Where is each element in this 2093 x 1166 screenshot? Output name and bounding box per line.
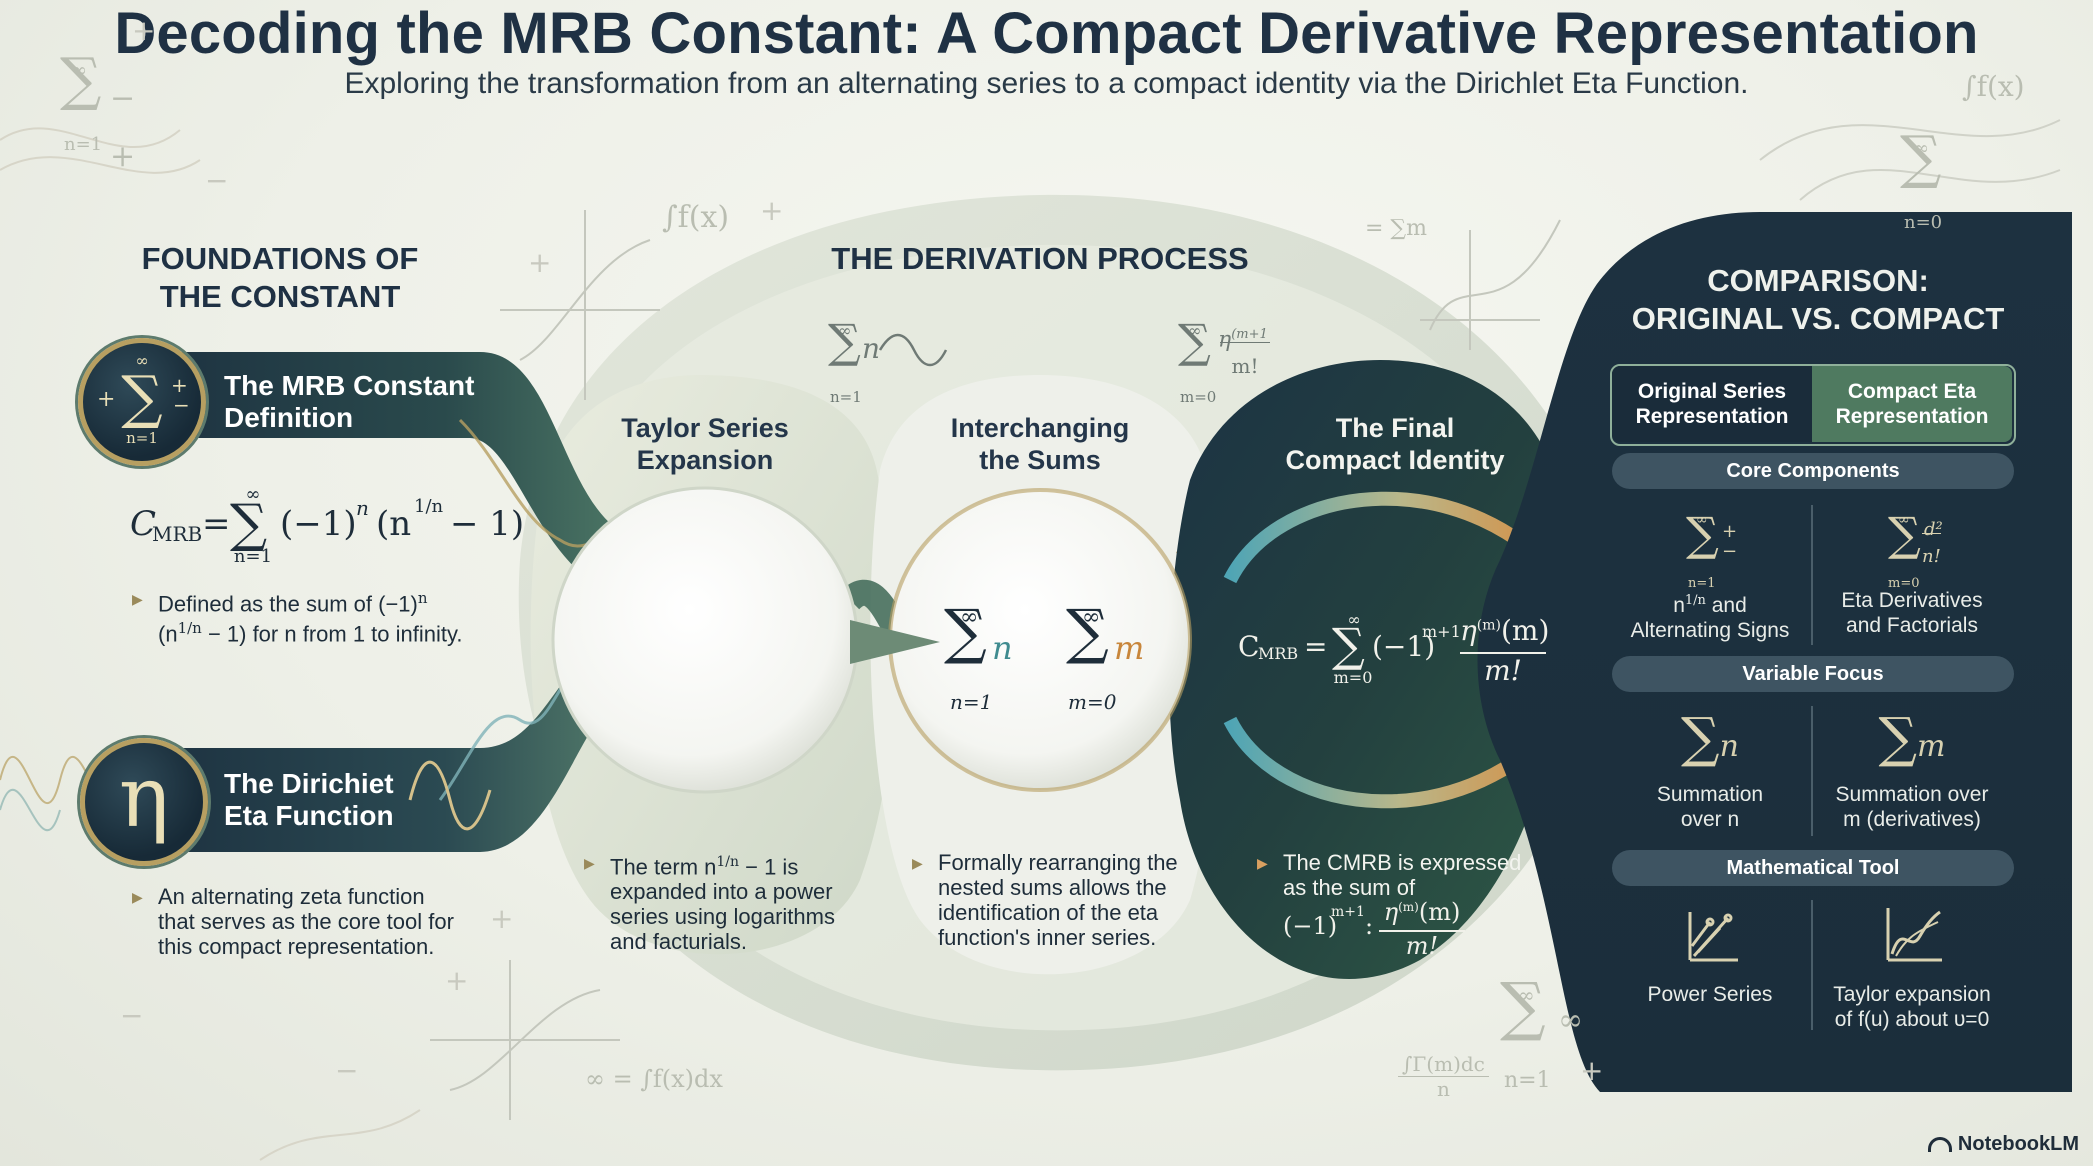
mrb-bullet: Defined as the sum of (−1)n (n1/n − 1) f…	[132, 586, 478, 647]
sum-over-m-icon: ∑m	[1878, 706, 1946, 769]
divider-core	[1811, 505, 1813, 645]
taylor-stage-text: The term n1/n − 1 is expanded into a pow…	[584, 850, 860, 954]
decor-sum-topleft: ∞ ∑ −+ n=1	[60, 45, 136, 174]
comparison-heading: COMPARISON: ORIGINAL VS. COMPACT	[1631, 263, 2005, 336]
tool-right-text: Taylor expansion of f(u) about υ=0	[1833, 983, 1991, 1031]
pill-variable-focus: Variable Focus	[1612, 656, 2014, 692]
eta-bullet: An alternating zeta function that serves…	[132, 884, 498, 959]
brand-label: NotebookLM	[1927, 1133, 2079, 1156]
core-right-text: Eta Derivatives and Factorials	[1841, 589, 1983, 637]
interchange-stage-text: Formally rearranging the nested sums all…	[912, 850, 1188, 950]
eta-function-label: The Dirichiet Eta Function	[224, 768, 394, 831]
svg-text:+: +	[132, 14, 155, 47]
decor-inf-eq-int: ∞ = ∫f(x)dx	[585, 1065, 723, 1093]
svg-text:−: −	[205, 164, 228, 197]
divider-tool	[1811, 900, 1813, 1030]
sum-over-n-icon: ∑n	[1681, 706, 1739, 769]
derivation-heading: THE DERIVATION PROCESS	[831, 241, 1249, 276]
svg-text:−: −	[335, 1054, 358, 1087]
variable-left-text: Summation over n	[1656, 783, 1764, 831]
core-left-text: n1/n and Alternating Signs	[1630, 593, 1790, 642]
svg-text:+: +	[528, 246, 551, 279]
taylor-stage-title: Taylor Series Expansion	[621, 413, 789, 475]
page-subtitle: Exploring the transformation from an alt…	[344, 67, 1749, 100]
decor-sum-wave: ∞ ∑ n n=1	[828, 314, 881, 406]
tool-left-text: Power Series	[1647, 983, 1773, 1006]
sigma-icon: ∞ ∑ + + − n=1	[78, 338, 206, 466]
eta-icon: η	[80, 738, 208, 866]
interchange-sum-n: ∞ ∑ n n=1	[944, 597, 1013, 714]
taylor-curve-icon	[1886, 908, 1942, 962]
final-compact-formula: C MRB = ∞ ∑ m=0 (−1) m+1 η(m)(m) m!	[1238, 610, 1550, 687]
foundations-heading: FOUNDATIONS OF THE CONSTANT	[141, 241, 419, 314]
power-series-plot-icon	[1688, 912, 1738, 962]
decor-eq-sum-m: = ∑m	[1365, 216, 1427, 241]
svg-text:+: +	[1580, 1054, 1603, 1087]
svg-text:+: +	[445, 964, 468, 997]
variable-right-text: Summation over m (derivatives)	[1835, 783, 1989, 831]
mrb-definition-label: The MRB Constant Definition	[224, 370, 475, 433]
page-title: Decoding the MRB Constant: A Compact Der…	[114, 1, 1979, 66]
decor-int-fx: ∫f(x)	[662, 200, 730, 235]
interchange-stage-title: Interchanging the Sums	[950, 413, 1130, 475]
decor-int-topright: ∫f(x)	[1962, 70, 2025, 103]
pill-mathematical-tool: Mathematical Tool	[1612, 850, 2014, 886]
notebook-icon	[1927, 1137, 1952, 1153]
sum-derivative-icon: ∞ ∑ d² n! m=0	[1888, 507, 1943, 591]
decor-int-frac: ∫Γ(m)dc n	[1398, 1052, 1489, 1101]
svg-text:−: −	[120, 999, 143, 1032]
comparison-header-frame	[1610, 364, 2016, 446]
svg-text:+: +	[760, 194, 783, 227]
decor-sum-topright: ∞ ∑ n=0	[1900, 123, 1943, 233]
decor-sum-eta: ∞ ∑ η(m+1 m! m=0	[1178, 318, 1270, 406]
pill-core-components: Core Components	[1612, 453, 2014, 489]
final-stage-title: The Final Compact Identity	[1285, 413, 1505, 475]
sum-alternating-icon: ∞ ∑ + − n=1	[1686, 507, 1738, 591]
divider-variable	[1811, 706, 1813, 836]
decor-sum-big: ∞ ∑ ∞ n=1	[1500, 970, 1583, 1093]
final-stage-text: The CMRB is expressed as the sum of	[1257, 850, 1523, 900]
final-stage-inline-formula: (−1) m+1 : η(m)(m) m!	[1283, 898, 1523, 962]
interchange-sum-m: ∞ ∑ m m=0	[1066, 597, 1145, 714]
decor-wave-glyph	[878, 333, 948, 367]
